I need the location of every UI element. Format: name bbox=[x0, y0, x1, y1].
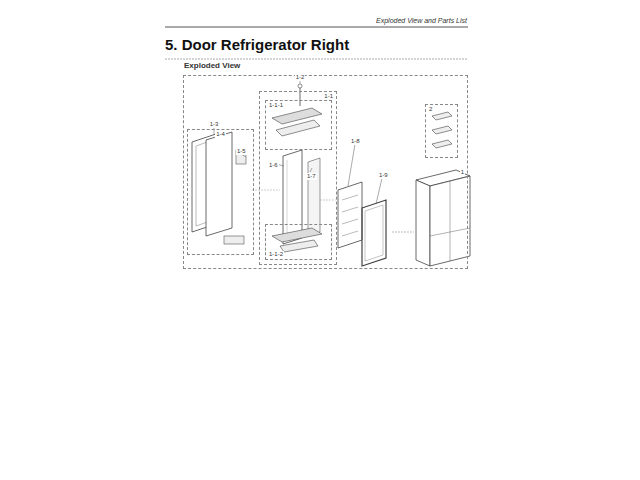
assembly-group-box: 1-1 1-1-1 1-1-2 bbox=[259, 91, 337, 265]
callout-number: 1-5 bbox=[236, 148, 247, 155]
callout-number: 1 bbox=[460, 169, 465, 176]
section-title: 5. Door Refrigerator Right bbox=[165, 36, 349, 53]
callout-number: 2 bbox=[428, 106, 433, 113]
callout-number: 1-1-1 bbox=[268, 102, 284, 109]
assembly-group-box: 1-1-1 bbox=[265, 100, 332, 150]
callout-number: 1-8 bbox=[350, 138, 361, 145]
callout-number: 1-7 bbox=[306, 173, 317, 180]
callout-number: 1-4 bbox=[215, 131, 226, 138]
callout-number: 1-6 bbox=[268, 162, 279, 169]
callout-number: 1-2 bbox=[295, 74, 306, 81]
callout-number: 1-1-2 bbox=[268, 251, 284, 258]
callout-number: 1-3 bbox=[209, 121, 220, 128]
heading-text: Exploded View bbox=[183, 62, 241, 71]
callout-number: 1-9 bbox=[378, 172, 389, 179]
heading-text: Exploded View and Parts List bbox=[375, 17, 468, 25]
assembly-group-box: 2 bbox=[425, 104, 458, 158]
callout-number: 1-1 bbox=[323, 93, 334, 100]
assembly-group-box: 1-1-2 bbox=[265, 224, 332, 260]
